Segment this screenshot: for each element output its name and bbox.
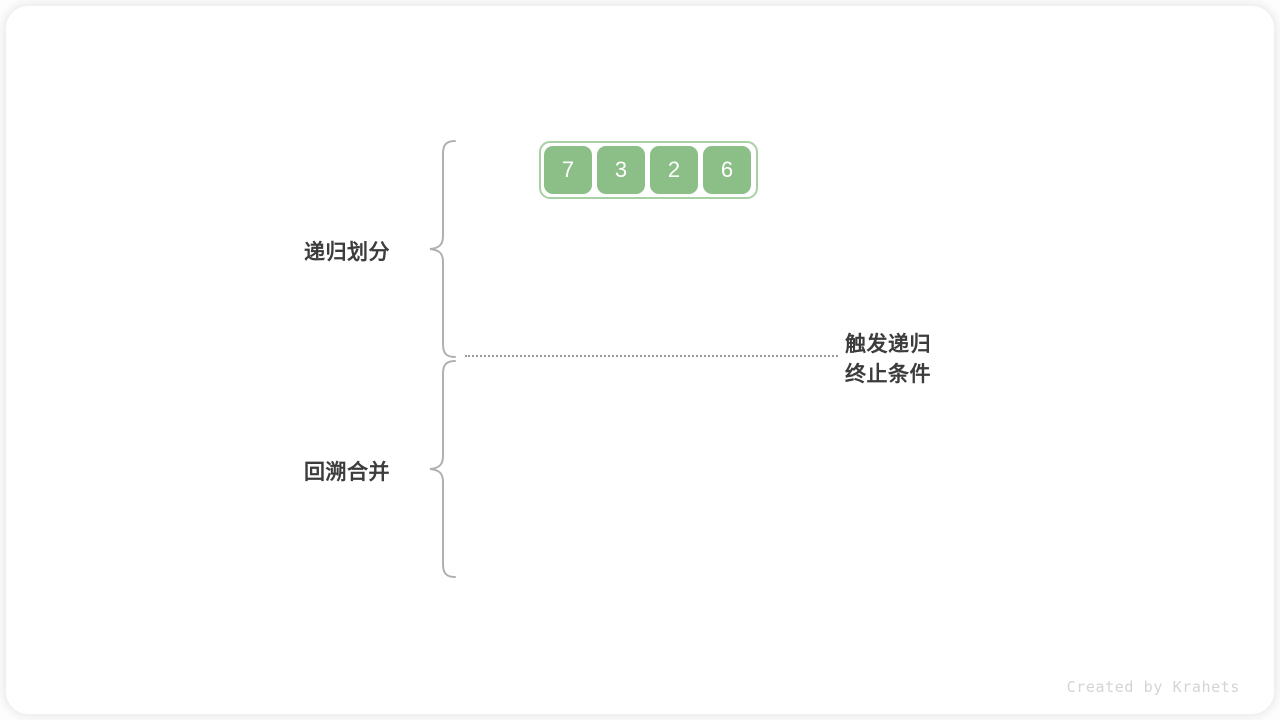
diagram-card [6, 6, 1274, 714]
recursion-boundary-dotted-line [465, 355, 838, 357]
brace-recursive-divide [424, 138, 460, 360]
section-label-recursive-divide: 递归划分 [304, 241, 390, 264]
array-cell: 2 [650, 146, 698, 194]
annotation-line-1: 触发递归 [845, 333, 931, 356]
array-cell: 7 [544, 146, 592, 194]
watermark-credit: Created by Krahets [1066, 678, 1240, 696]
array-outer-border [539, 141, 758, 199]
array-cell: 3 [597, 146, 645, 194]
array-row: 7 3 2 6 [544, 146, 751, 194]
section-label-backtrack-merge: 回溯合并 [304, 461, 390, 484]
array-cell: 6 [703, 146, 751, 194]
brace-backtrack-merge [424, 358, 460, 580]
annotation-termination-condition: 触发递归 终止条件 [845, 330, 931, 390]
annotation-line-2: 终止条件 [845, 363, 931, 386]
